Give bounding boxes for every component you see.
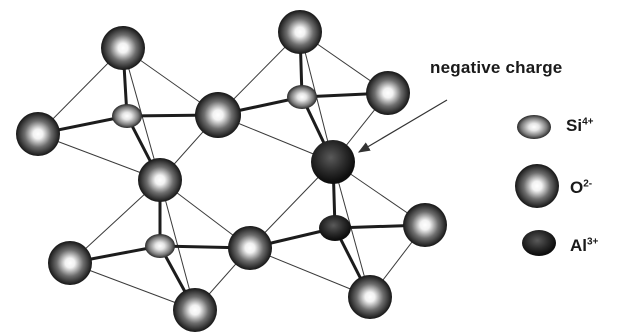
o-atom <box>403 203 447 247</box>
o-atom <box>366 71 410 115</box>
o-atom <box>278 10 322 54</box>
o-atom <box>195 92 241 138</box>
legend-si-symbol <box>517 115 551 139</box>
o-atom <box>228 226 272 270</box>
legend-al-symbol-text: Al <box>570 236 587 255</box>
o-atom <box>173 288 217 332</box>
legend-label-si: Si4+ <box>566 116 593 136</box>
legend-symbols <box>515 115 559 256</box>
legend-label-o: O2- <box>570 178 592 198</box>
si-atom <box>112 104 142 128</box>
al-atom <box>319 215 351 241</box>
legend-o-symbol <box>515 164 559 208</box>
o-atom <box>101 26 145 70</box>
si-atom <box>287 85 317 109</box>
si-atom <box>145 234 175 258</box>
oxygen-atoms <box>16 10 447 332</box>
legend-al-symbol <box>522 230 556 256</box>
legend-si-charge: 4+ <box>582 116 594 128</box>
negative-charge-label: negative charge <box>430 58 563 77</box>
o-atom <box>48 241 92 285</box>
o-atom-negative-site <box>311 140 355 184</box>
annotation-arrow <box>357 99 448 153</box>
legend-label-al: Al3+ <box>570 236 598 256</box>
cation-atoms <box>112 85 351 258</box>
legend-si-symbol-text: Si <box>566 116 583 135</box>
o-atom <box>16 112 60 156</box>
legend-o-charge: 2- <box>583 178 593 190</box>
legend-o-symbol-text: O <box>570 178 584 197</box>
legend-al-charge: 3+ <box>587 236 599 248</box>
lattice-thin-edges <box>37 31 426 311</box>
o-atom <box>348 275 392 319</box>
o-atom <box>138 158 182 202</box>
